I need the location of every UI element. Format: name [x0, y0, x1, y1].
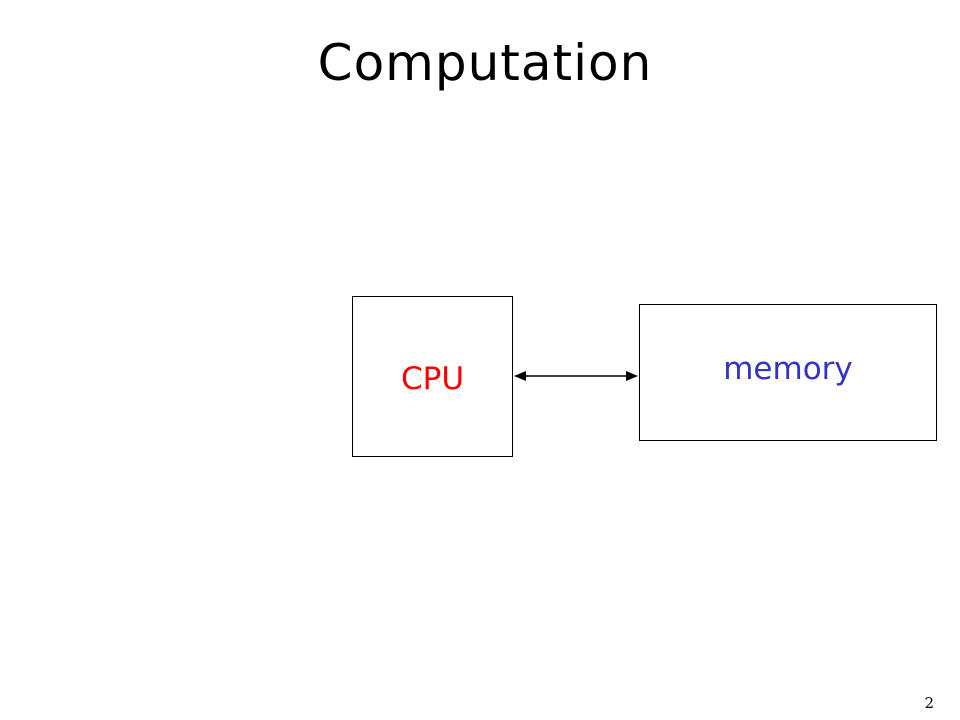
arrowhead-left-icon [514, 371, 526, 381]
arrowhead-right-icon [626, 371, 638, 381]
memory-box: memory [639, 304, 937, 441]
memory-label: memory [723, 350, 853, 387]
cpu-label: CPU [400, 360, 465, 397]
cpu-box: CPU [352, 296, 513, 457]
slide-title: Computation [317, 34, 653, 92]
page-number: 2 [924, 694, 934, 712]
